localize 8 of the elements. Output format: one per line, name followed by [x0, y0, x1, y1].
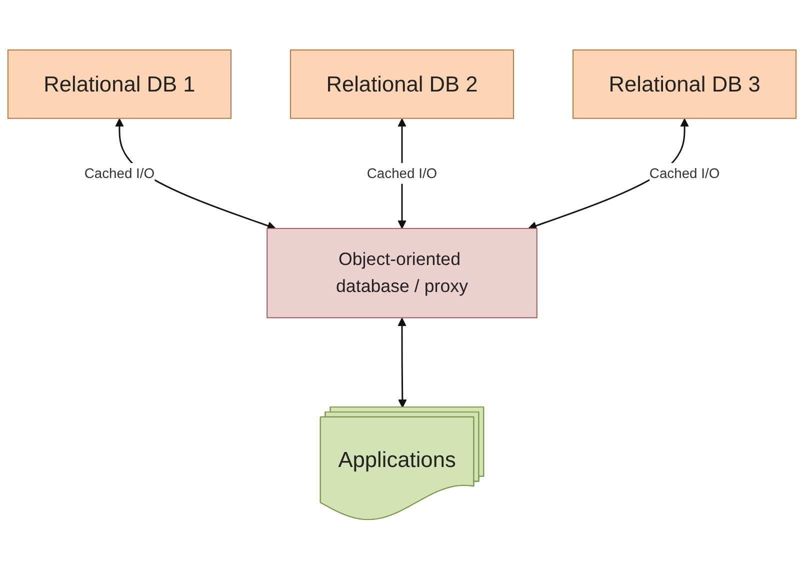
edge-label: Cached I/O	[649, 164, 720, 181]
node-box: Relational DB 3	[572, 49, 797, 119]
edge-label: Cached I/O	[366, 164, 438, 181]
node-box: Object-oriented database / proxy	[266, 228, 538, 318]
node-box: Relational DB 2	[290, 49, 514, 119]
node-box: Relational DB 1	[7, 49, 232, 119]
edge-label: Cached I/O	[84, 164, 155, 181]
arrow	[398, 317, 407, 408]
